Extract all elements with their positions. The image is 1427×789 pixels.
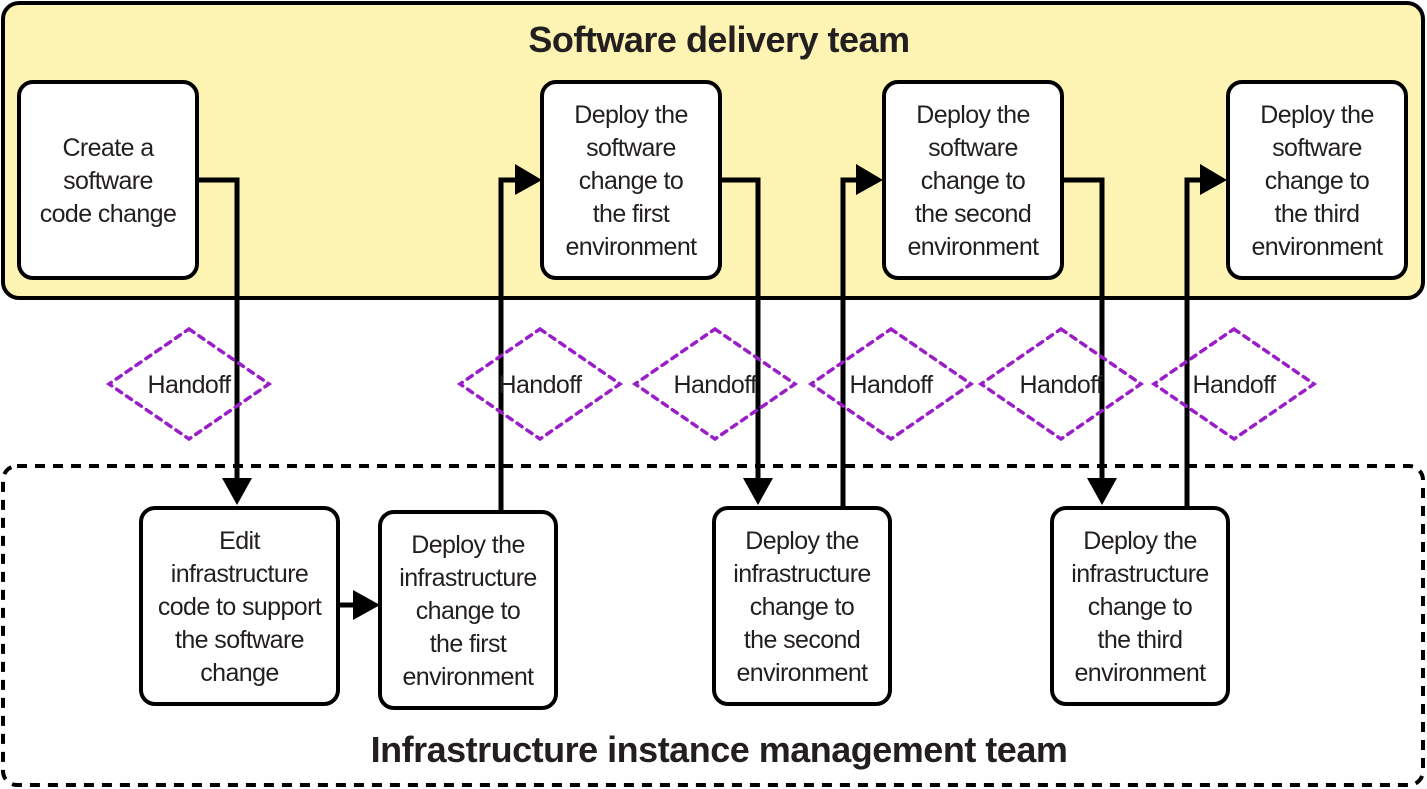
step-label-line: environment [403,663,535,691]
step-label-line: Deploy the [916,101,1030,129]
infrastructure-lane: Infrastructure instance management team [1,464,1425,787]
software-lane-title: Software delivery team [528,19,909,60]
infra-step-deploy-infra-env3: Deploy the infrastructure change to the thi… [1050,506,1230,706]
step-label-line: change to [921,167,1025,195]
step-label-line: change [200,659,278,687]
step-label-line: environment [737,659,869,687]
infra-step-deploy-infra-env2: Deploy the infrastructure change to the sec… [712,506,892,706]
connector-software2-to-infra3 [1062,177,1105,480]
step-label-line: environment [908,233,1040,261]
handoff-diamond-outline [807,326,975,442]
step-label-line: change to [1088,593,1192,621]
infrastructure-lane-title: Infrastructure instance management team [371,729,1068,770]
arrowhead-right [856,164,883,195]
handoff-label: Handoff [850,371,934,399]
step-label-line: Deploy the [1260,101,1374,129]
step-box-outline [712,506,892,706]
handoff-diamond: Handoff [977,326,1145,442]
connectors [197,164,1227,620]
step-label-line: software [928,134,1018,162]
handoff-label: Handoff [674,371,758,399]
step-box-outline [17,80,199,280]
software-step-deploy-software-env2: Deploy the software change to the second env… [882,80,1064,280]
step-label-line: infrastructure [1071,560,1209,588]
step-label-line: Create a [62,134,154,162]
handoff-label: Handoff [148,371,232,399]
software-steps: Create a software code change Deploy the sof… [17,80,1408,280]
step-label-line: Deploy the [745,527,859,555]
software-step-deploy-software-env3: Deploy the software change to the third envi… [1226,80,1408,280]
arrowhead-right [515,164,542,195]
arrowhead-right [353,590,380,620]
handoff-diamond: Handoff [456,326,624,442]
step-box-outline [1226,80,1408,280]
handoff-label: Handoff [499,371,583,399]
step-label-line: the first [593,200,670,228]
infra-step-edit-infra-code: Edit infrastructure code to support the sof… [139,506,340,706]
step-box-outline [540,80,722,280]
connector-software1-to-infra2 [720,177,761,480]
step-label-line: Deploy the [1083,527,1197,555]
handoff-label: Handoff [1020,371,1104,399]
step-label-line: infrastructure [733,560,871,588]
handoff-diamond-outline [631,326,799,442]
step-box-outline [139,506,340,706]
step-label-line: the software [175,626,304,654]
step-box-outline [882,80,1064,280]
step-label-line: Deploy the [574,101,688,129]
arrowhead-down [222,478,252,505]
arrowhead-down [743,478,773,505]
step-label-line: the first [430,630,507,658]
step-label-line: code change [40,200,177,228]
step-label-line: Deploy the [411,531,525,559]
infrastructure-steps: Edit infrastructure code to support the sof… [139,506,1230,710]
step-label-line: infrastructure [171,560,309,588]
handoff-markers: Handoff Handoff Handoff Handoff Handoff Hando… [105,326,1318,442]
connector-infra1-to-software1 [498,177,517,510]
step-label-line: the second [915,200,1031,228]
handoff-diamond: Handoff [807,326,975,442]
step-label-line: change to [579,167,683,195]
handoff-diamond-outline [105,326,273,442]
handoff-diamond-outline [456,326,624,442]
step-label-line: software [63,167,153,195]
connector-infra2-to-software2 [840,177,858,508]
handoff-diamond-outline [1150,326,1318,442]
step-label-line: software [586,134,676,162]
connector-infra3-to-software3 [1184,177,1202,508]
step-label-line: change to [416,597,520,625]
arrowhead-down [1087,478,1117,505]
handoff-diamond: Handoff [631,326,799,442]
connector-create-to-edit-infra [197,177,240,480]
step-label-line: software [1272,134,1362,162]
arrowhead-right [1200,164,1227,195]
step-label-line: infrastructure [399,564,537,592]
step-label-line: code to support [158,593,322,621]
handoff-diamond-outline [977,326,1145,442]
step-label-line: environment [1075,659,1207,687]
step-label-line: the third [1098,626,1183,654]
step-box-outline [1050,506,1230,706]
step-label-line: change to [750,593,854,621]
step-label-line: environment [1252,233,1384,261]
software-step-deploy-software-env1: Deploy the software change to the first envi… [540,80,722,280]
step-box-outline [378,510,558,710]
handoff-diamond: Handoff [105,326,273,442]
step-label-line: environment [566,233,698,261]
handoff-diamond: Handoff [1150,326,1318,442]
infra-step-deploy-infra-env1: Deploy the infrastructure change to the fir… [378,510,558,710]
step-label-line: change to [1265,167,1369,195]
software-step-create-code-change: Create a software code change [17,80,199,280]
handoff-label: Handoff [1193,371,1277,399]
step-label-line: the second [744,626,860,654]
step-label-line: Edit [219,527,260,555]
step-label-line: the third [1275,200,1360,228]
